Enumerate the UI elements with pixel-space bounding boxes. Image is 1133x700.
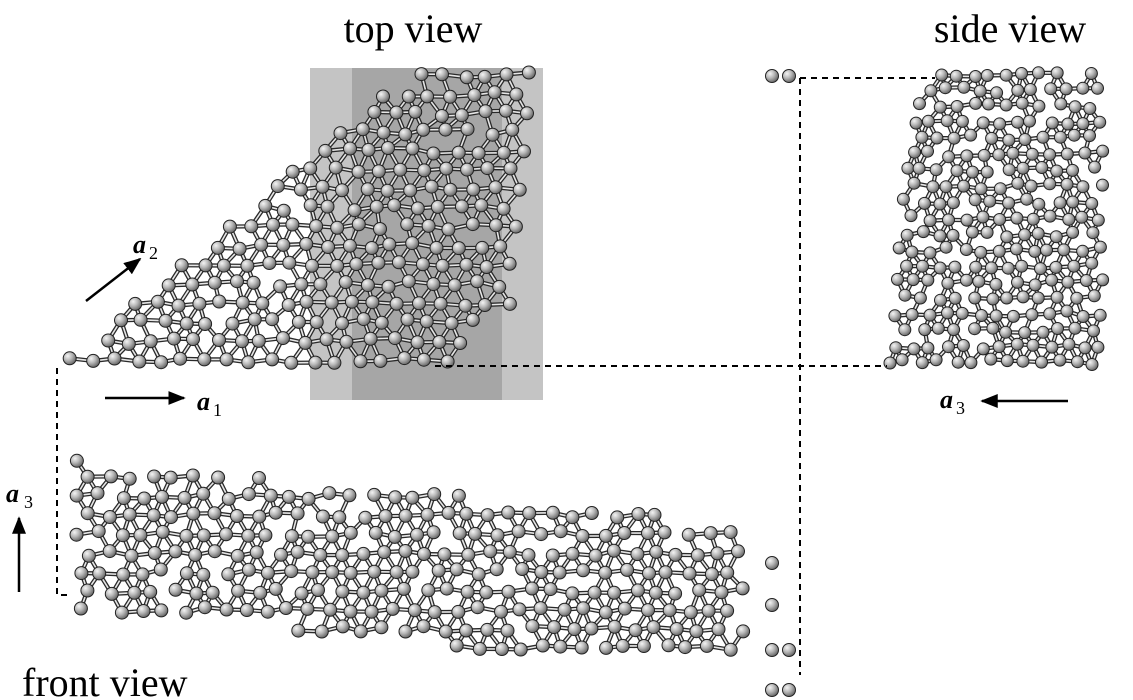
- side-view-title: side view: [934, 6, 1086, 51]
- top-view-title: top view: [344, 6, 483, 51]
- vector-a3-side-symbol: a: [940, 385, 953, 414]
- guide-atoms: [765, 69, 796, 697]
- vector-a3-front-symbol: a: [6, 479, 19, 508]
- top-view-structure: [62, 65, 536, 370]
- vector-a2: a 2: [85, 230, 158, 302]
- projection-guides: [56, 77, 935, 675]
- guide-left-vertical: [56, 368, 70, 596]
- vector-a1: a 1: [105, 387, 222, 420]
- vector-a3-side-subscript: 3: [956, 398, 965, 418]
- vector-a3-front-subscript: 3: [24, 492, 33, 512]
- top-view-atoms: [62, 65, 536, 370]
- vector-a1-subscript: 1: [213, 400, 222, 420]
- vector-a1-symbol: a: [197, 387, 210, 416]
- front-view-atoms: [69, 453, 751, 657]
- vector-a2-symbol: a: [133, 230, 146, 259]
- vector-a3-side: a 3: [940, 385, 1068, 418]
- vector-a2-subscript: 2: [149, 243, 158, 263]
- front-view-title: front view: [22, 660, 188, 700]
- vector-a2-arrow: [85, 257, 142, 302]
- side-view-atoms: [883, 66, 1110, 371]
- vector-a3-front: a 3: [6, 479, 33, 592]
- front-view-structure: [69, 453, 751, 657]
- side-view-structure: [883, 66, 1110, 371]
